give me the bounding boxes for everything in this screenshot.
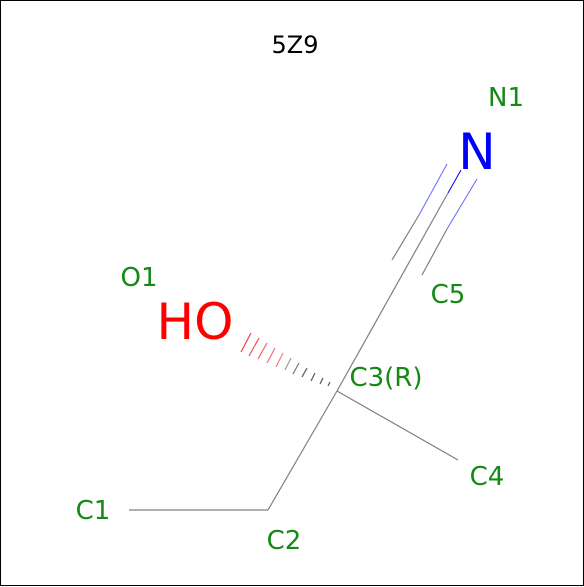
atom-label-c5: C5 bbox=[431, 280, 466, 310]
atom-label-c2: C2 bbox=[267, 526, 302, 556]
atom-label-n1: N1 bbox=[488, 83, 524, 113]
molecule-title: 5Z9 bbox=[272, 31, 319, 59]
atom-symbol-n1: N bbox=[458, 123, 495, 181]
bond-c5-n1-upper-n bbox=[418, 163, 448, 216]
bond-c5-n1-lower bbox=[421, 228, 448, 276]
atom-label-o1: O1 bbox=[120, 263, 157, 293]
bond-c3-o1-hashed-wedge bbox=[240, 332, 331, 387]
atom-label-c1: C1 bbox=[76, 496, 111, 526]
bond-c5-n1-lower-n bbox=[446, 178, 478, 230]
bonds bbox=[129, 163, 478, 511]
atom-label-c3: C3(R) bbox=[349, 363, 422, 393]
bond-c3-c4 bbox=[336, 390, 459, 461]
bond-c3-c2 bbox=[267, 390, 338, 511]
bond-c5-c3 bbox=[336, 192, 449, 392]
bond-c5-n1-upper bbox=[391, 214, 420, 261]
bond-c5-n1-center bbox=[447, 169, 462, 194]
atom-symbol-o1: HO bbox=[157, 293, 234, 351]
atom-label-c4: C4 bbox=[470, 462, 505, 492]
